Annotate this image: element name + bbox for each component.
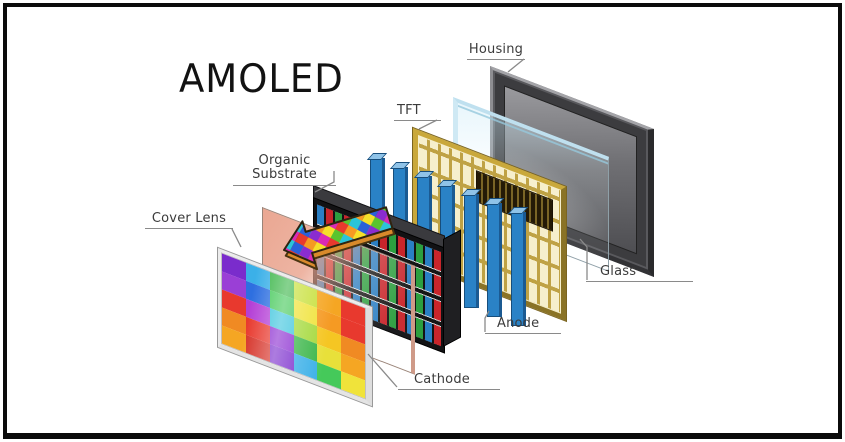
label-glass: Glass (586, 264, 693, 283)
anode-bar (464, 194, 479, 308)
emission-arrow (283, 206, 396, 271)
diagram-title: AMOLED (179, 57, 344, 102)
anode-bar (487, 203, 502, 317)
organic-substrate-side-face (443, 229, 461, 347)
anode-bar (511, 212, 526, 326)
label-tft: TFT (394, 103, 441, 122)
arrow-rainbow-face (283, 206, 394, 265)
label-cathode: Cathode (398, 372, 500, 391)
label-housing: Housing (467, 42, 525, 61)
label-anode: Anode (485, 316, 561, 335)
label-cover-lens: Cover Lens (145, 211, 233, 230)
label-organic-substrate: Organic Substrate (233, 153, 336, 186)
